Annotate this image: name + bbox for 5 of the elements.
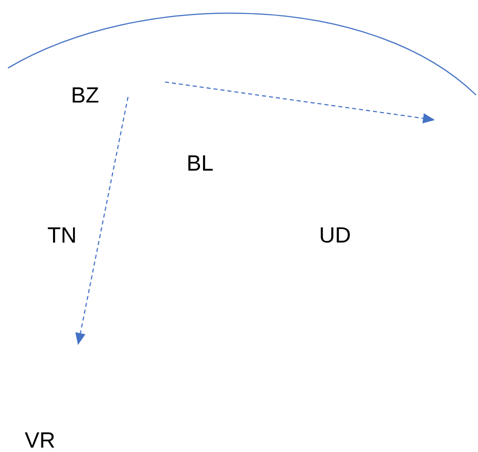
text-label: VR [24, 432, 54, 448]
text-label: TN [48, 227, 75, 243]
text-label: UD [320, 227, 350, 243]
text-label: BL [188, 155, 213, 171]
text-label: BZ [72, 87, 98, 103]
